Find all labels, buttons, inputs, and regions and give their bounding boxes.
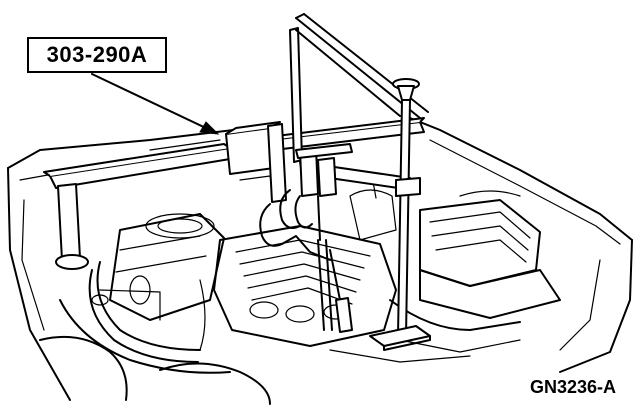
- callout-leader-arrow: [91, 73, 220, 135]
- figure-id-label: GN3236-A: [529, 377, 616, 397]
- engine-support-fixture: [43, 27, 431, 351]
- tool-number-callout: 303-290A: [27, 37, 167, 73]
- engine-assembly: [39, 175, 561, 405]
